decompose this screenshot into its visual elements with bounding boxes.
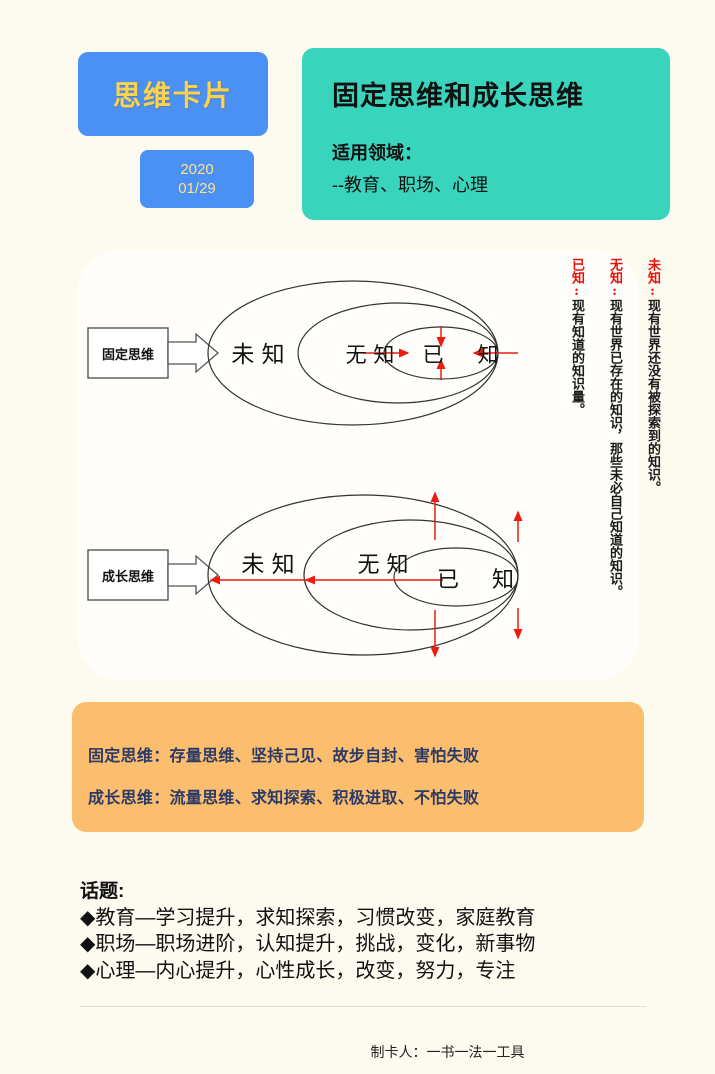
date-year: 2020	[180, 160, 214, 178]
summary-fixed-line: 固定思维：存量思维、坚持己见、故步自封、害怕失败	[88, 748, 480, 765]
summary-growth-line: 成长思维：流量思维、求知探索、积极进取、不怕失败	[88, 790, 480, 807]
fixed-inner-label-left: 已	[423, 343, 444, 367]
diagram-card: 固定思维 未 知 无 知 已 知 成长思维 未 知 无 知 已 知	[78, 250, 638, 680]
growth-inner-ellipse	[393, 547, 519, 607]
definition-known-term: 已知:	[569, 258, 584, 299]
fixed-mindset-group	[87, 280, 518, 426]
growth-inner-label-left: 已	[437, 568, 459, 593]
title-card: 固定思维和成长思维 适用领域： --教育、职场、心理	[302, 48, 670, 220]
definition-known: 已知:现有知道的知识量。	[569, 258, 584, 416]
topic-item-workplace: ◆职场—职场进阶，认知提升，挑战，变化，新事物	[80, 933, 536, 956]
topic-item-psychology: ◆心理—内心提升，心性成长，改变，努力，专注	[80, 959, 516, 982]
growth-outer-label: 未 知	[241, 552, 294, 578]
definition-columns: 已知:现有知道的知识量。 无知:现有世界已存在的知识，那些未必自己知道的知识。 …	[566, 258, 662, 672]
definition-ignorant: 无知:现有世界已存在的知识，那些未必自己知道的知识。	[607, 258, 622, 598]
fixed-mindset-label: 固定思维	[102, 347, 154, 363]
date-day: 01/29	[178, 180, 216, 197]
growth-mindset-group	[87, 491, 523, 658]
footer-credit: 制卡人：一书一法一工具	[370, 1045, 525, 1061]
growth-mindset-label-box	[87, 549, 169, 601]
fixed-inner-label-right: 知	[478, 343, 499, 367]
growth-mindset-label: 成长思维	[102, 569, 154, 585]
growth-middle-ellipse	[303, 519, 519, 631]
brand-card: 思维卡片	[78, 52, 268, 136]
fixed-mindset-label-box	[87, 327, 169, 379]
topics-heading: 话题:	[80, 881, 125, 902]
summary-card: 固定思维：存量思维、坚持己见、故步自封、害怕失败 成长思维：流量思维、求知探索、…	[72, 702, 644, 832]
definition-unknown: 未知:现有世界还没有被探索到的知识。	[645, 258, 660, 494]
definition-ignorant-body: 现有世界已存在的知识，那些未必自己知道的知识。	[607, 299, 622, 598]
growth-inner-label-right: 知	[492, 568, 514, 593]
applicable-field-value: --教育、职场、心理	[332, 175, 488, 195]
fixed-middle-label: 无 知	[346, 343, 395, 367]
footer-divider	[80, 1006, 646, 1007]
fixed-outer-label: 未 知	[231, 342, 284, 368]
date-card: 2020 01/29	[140, 150, 254, 208]
definition-known-body: 现有知道的知识量。	[569, 299, 584, 416]
applicable-field-label: 适用领域：	[332, 143, 422, 163]
header: 思维卡片 2020 01/29 固定思维和成长思维 适用领域： --教育、职场、…	[0, 0, 715, 235]
topic-item-education: ◆教育—学习提升，求知探索，习惯改变，家庭教育	[80, 907, 536, 929]
fixed-mindset-pointer-icon	[167, 332, 219, 374]
mindset-diagram: 固定思维 未 知 无 知 已 知 成长思维 未 知 无 知 已 知	[87, 280, 523, 658]
growth-middle-label: 无 知	[358, 553, 409, 578]
definition-unknown-body: 现有世界还没有被探索到的知识。	[645, 299, 660, 494]
growth-mindset-pointer-icon	[167, 554, 219, 596]
topics-section: 话题: ◆教育—学习提升，求知探索，习惯改变，家庭教育 ◆职场—职场进阶，认知提…	[80, 876, 660, 984]
definition-ignorant-term: 无知:	[607, 258, 622, 299]
brand-title: 思维卡片	[112, 80, 233, 111]
definition-unknown-term: 未知:	[645, 258, 660, 299]
page-title: 固定思维和成长思维	[332, 81, 584, 111]
footer: 制卡人：一书一法一工具	[0, 1042, 715, 1062]
